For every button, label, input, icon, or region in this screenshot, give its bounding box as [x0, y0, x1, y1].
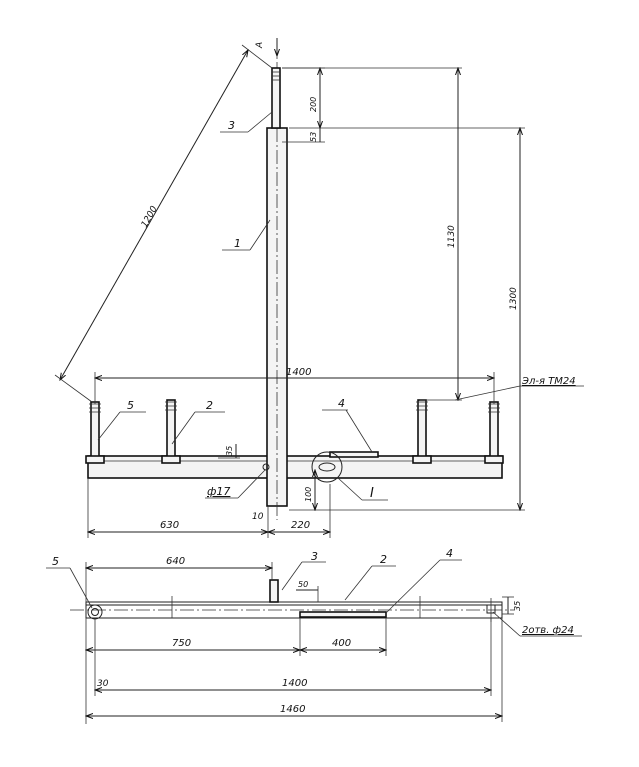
- dim-1460: 1460: [280, 704, 305, 715]
- leader-3-label: 3: [228, 119, 235, 132]
- hole-left-inner: [91, 608, 99, 616]
- anchor-bolt-2: [161, 399, 181, 464]
- dim-220: 220: [291, 520, 310, 531]
- detail-mark: I: [370, 486, 374, 501]
- base-beam: [87, 455, 503, 479]
- leader-2-line: [171, 411, 196, 445]
- leader-4-label: 4: [338, 397, 345, 410]
- top-view: А 1200 200 53 1130 1300 1400 Эл-я ТМ24: [54, 38, 584, 538]
- leader-3b-label: 3: [311, 550, 318, 563]
- dim-50: 50: [298, 580, 308, 589]
- dim-30: 30: [97, 679, 109, 689]
- bottom-view: 3 2 4 5 640 50 35 2отв. ф24: [46, 547, 582, 724]
- leader-3b-line: [281, 561, 303, 591]
- leader-1-line: [249, 219, 271, 251]
- dim-640: 640: [166, 556, 185, 567]
- leader-2-label: 2: [206, 399, 213, 412]
- post-stub: [269, 579, 279, 603]
- leader-5-line: [97, 411, 121, 441]
- anchor-note-leader: [454, 385, 521, 401]
- dim-1300: 1300: [509, 287, 519, 310]
- dim-1400-bottom: 1400: [282, 678, 307, 689]
- dim-200: 200: [309, 97, 318, 112]
- section-mark-a: А: [255, 42, 265, 49]
- detail-circle: [311, 451, 343, 483]
- hole-phi17: [262, 463, 270, 471]
- anchor-note: Эл-я ТМ24: [521, 376, 576, 387]
- dim-1200-line: [60, 50, 248, 380]
- anchor-bolt-4: [484, 401, 504, 464]
- detail-leader-line: [337, 477, 363, 501]
- leader-5b-line: [69, 567, 93, 609]
- dim-10: 10: [252, 512, 264, 522]
- dim-35-bottom: 35: [513, 601, 522, 611]
- dim-630: 630: [160, 520, 179, 531]
- dim-100: 100: [304, 487, 313, 502]
- slot-hole: [318, 462, 336, 472]
- dim-1400-top: 1400: [286, 367, 311, 378]
- leader-4-line: [345, 409, 373, 453]
- leader-4b-label: 4: [446, 547, 453, 560]
- hole-leader-line: [237, 469, 266, 499]
- dim-1200-extension-b: [54, 374, 93, 403]
- dim-1130: 1130: [447, 225, 457, 248]
- hole-label: ф17: [207, 485, 230, 498]
- leader-5-label: 5: [127, 399, 134, 412]
- plate-4-plan: [299, 611, 387, 618]
- dim-53: 53: [309, 132, 318, 142]
- dim-750: 750: [172, 638, 191, 649]
- anchor-bolt-3: [412, 399, 432, 464]
- holes-leader-line: [492, 611, 521, 637]
- plate-4: [329, 451, 379, 458]
- leader-5b-label: 5: [52, 555, 59, 568]
- holes-label: 2отв. ф24: [522, 625, 574, 636]
- leader-2b-line: [344, 565, 373, 601]
- leader-3-line: [247, 111, 273, 133]
- leader-4b-line: [385, 559, 441, 614]
- dim-35-top: 35: [225, 446, 234, 456]
- leader-1-label: 1: [234, 237, 241, 250]
- top-bolt: [271, 67, 281, 129]
- hole-left-outer: [87, 604, 103, 620]
- dim-1200: 1200: [140, 204, 160, 229]
- leader-2b-label: 2: [380, 553, 387, 566]
- anchor-bolt-1: [85, 401, 105, 464]
- dim-400: 400: [332, 638, 351, 649]
